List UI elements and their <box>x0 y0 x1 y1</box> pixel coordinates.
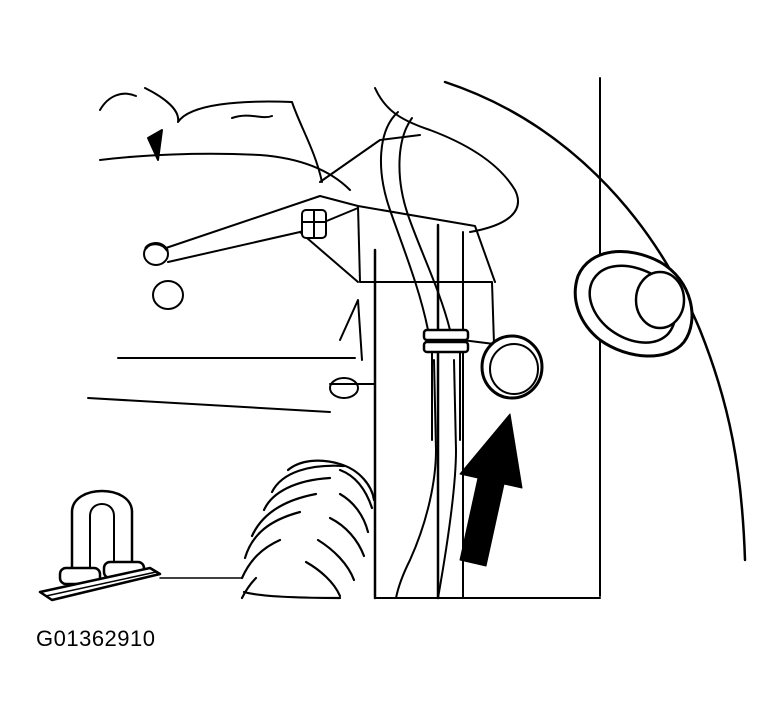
upper-body-contour-2 <box>99 92 137 111</box>
small-stud <box>329 377 359 399</box>
upper-shelf <box>99 152 351 191</box>
upper-body-contour <box>144 87 323 183</box>
upper-step <box>231 114 273 119</box>
large-plug <box>573 250 694 358</box>
arrow-icon <box>459 413 523 567</box>
hole-plug <box>480 334 544 400</box>
cable-clamp <box>422 328 470 441</box>
u-pipe <box>38 489 162 602</box>
cable-lower <box>395 359 437 599</box>
cable-lower-2 <box>437 359 457 599</box>
bracket-bolt <box>301 209 327 239</box>
cable-left-edge <box>380 111 429 331</box>
rod-end-upper-shade <box>144 242 169 252</box>
bracket-arm-lower <box>167 231 359 283</box>
body-line-lower <box>87 397 331 413</box>
cable-right-edge <box>398 117 451 331</box>
upper-right-hump <box>374 87 519 233</box>
upper-right-hump-2 <box>319 134 421 183</box>
small-pointer <box>147 129 163 161</box>
body-wedge <box>339 299 363 361</box>
bellows-boot <box>240 459 376 600</box>
bracket-plate <box>357 205 496 283</box>
figure-caption: G01362910 <box>36 626 156 651</box>
rod-end-lower <box>152 280 184 310</box>
